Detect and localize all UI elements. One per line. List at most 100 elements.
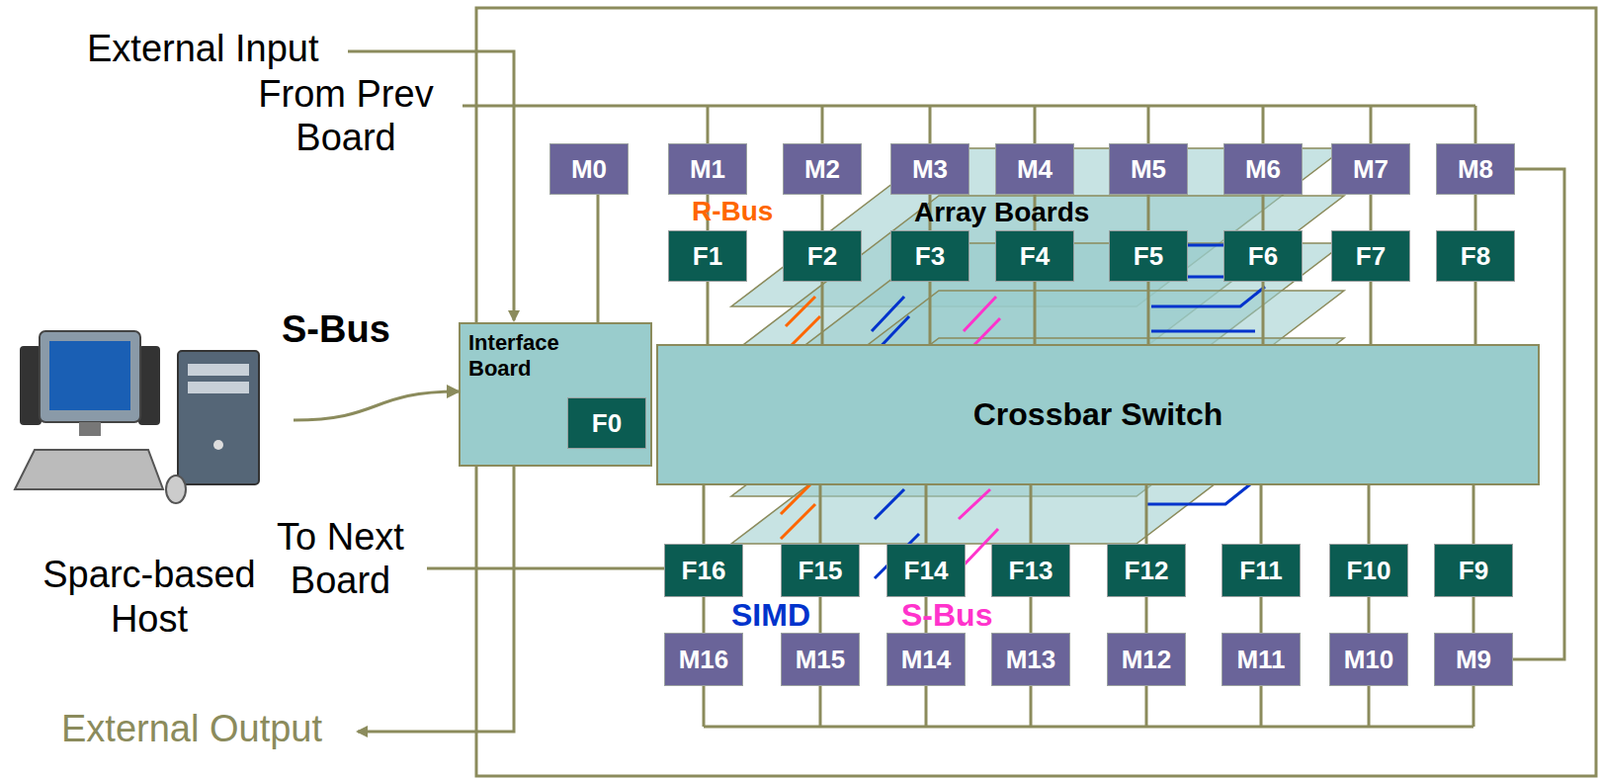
memory-box: M16 [664,632,744,686]
memory-box: M12 [1106,632,1186,686]
text-label: External Output [61,707,323,752]
fpga-label: F12 [1124,555,1170,587]
memory-box: M0 [549,143,629,195]
power-button [213,439,224,450]
fpga-box: F4 [995,230,1075,282]
host-node: Sparc-based Host [4,326,294,643]
fpga-label: F16 [681,555,727,587]
fpga-label: F10 [1347,555,1392,587]
edge-label: S-Bus [281,308,391,352]
fpga-label: F14 [904,555,949,587]
keyboard [14,449,164,490]
mouse [166,475,186,504]
memory-box: M3 [890,143,970,195]
memory-box: M11 [1221,632,1301,686]
fpga-label: F9 [1458,555,1489,587]
node-label: Crossbar Switch [973,396,1224,433]
memory-box: M1 [668,143,748,195]
fpga-box: F7 [1331,230,1411,282]
text-label: S-Bus [901,596,993,634]
node-label: Sparc-based Host [4,552,294,643]
memory-box: M10 [1329,632,1409,686]
fpga-box: F11 [1221,543,1301,597]
bus-wire [1472,596,1476,633]
bus-wire [821,194,825,231]
bus-wire [1474,194,1478,231]
memory-label: M7 [1352,154,1389,185]
fpga-label: F4 [1019,241,1050,272]
fpga-label: F6 [1248,241,1278,272]
memory-label: M5 [1130,154,1167,185]
fpga-box: F5 [1108,230,1188,282]
monitor-stand [79,421,101,436]
fpga-label: F11 [1239,555,1282,587]
bus-wire [1147,194,1151,231]
fpga-box: F8 [1435,230,1516,282]
fpga-label: F7 [1355,241,1386,272]
memory-box: M9 [1433,632,1514,686]
screen [49,340,131,411]
memory-label: M8 [1457,154,1494,185]
drive-bay [187,381,250,394]
fpga-box: F14 [886,543,966,597]
bus-wire [1145,596,1149,633]
fpga-box: F9 [1433,543,1514,597]
bus-wire [702,596,706,633]
memory-label: M13 [1006,644,1057,675]
memory-box: M13 [991,632,1071,686]
s-bus-link [293,391,459,421]
crossbar-switch: Crossbar Switch [656,343,1540,486]
text-label: SIMD [731,596,811,634]
fpga-box: F13 [991,543,1071,597]
fpga-label: F15 [798,555,843,587]
fpga-label: F1 [692,241,723,272]
fpga-box: F0 [567,397,647,449]
fpga-box: F6 [1223,230,1303,282]
fpga-box: F10 [1329,543,1409,597]
bus-wire [1369,194,1373,231]
fpga-label: F8 [1460,241,1491,272]
memory-label: M11 [1236,644,1285,675]
monitor [39,331,141,422]
memory-label: M4 [1016,154,1053,185]
speaker [19,345,42,425]
memory-label: M12 [1121,644,1173,675]
node-label: Interface Board [468,330,588,383]
memory-label: M10 [1344,644,1395,675]
memory-box: M14 [886,632,966,686]
text-label: To Next Board [258,515,422,602]
host-computer-icon [14,331,259,504]
fpga-box: F3 [890,230,970,282]
memory-box: M6 [1223,143,1303,195]
memory-label: M1 [689,154,726,185]
fpga-label: F0 [591,408,622,439]
memory-label: M3 [912,154,948,185]
memory-label: M9 [1455,644,1492,675]
memory-box: M7 [1331,143,1411,195]
drive-bay [187,363,250,376]
fpga-box: F15 [780,543,860,597]
memory-label: M0 [571,154,607,185]
text-label: From Prev Board [232,73,460,160]
memory-label: M16 [678,644,730,675]
fpga-box: F16 [664,543,744,597]
fpga-label: F3 [915,241,945,272]
interface-board: Interface BoardF0 [458,322,653,467]
memory-box: M2 [782,143,862,195]
tower [177,350,259,485]
memory-box: M5 [1108,143,1188,195]
bus-wire [1029,596,1033,633]
memory-box: M15 [780,632,860,686]
memory-box: M4 [995,143,1075,195]
fpga-box: F12 [1106,543,1186,597]
fpga-box: F2 [782,230,862,282]
speaker [138,345,161,425]
bus-wire [1262,194,1265,231]
memory-box: M8 [1435,143,1516,195]
fpga-box: F1 [668,230,748,282]
bus-wire [1367,596,1371,633]
bus-wire [1260,596,1264,633]
fpga-label: F13 [1009,555,1054,587]
text-label: R-Bus [691,195,773,228]
memory-label: M15 [795,644,846,675]
